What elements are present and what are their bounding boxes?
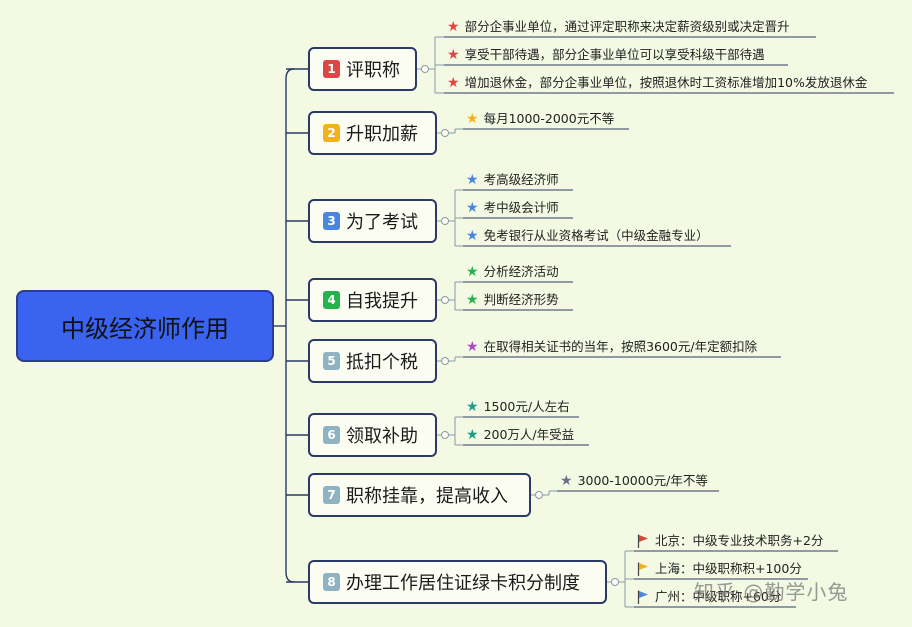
branch-number-badge: 8 — [323, 573, 340, 591]
leaf-item[interactable]: ★ 3000-10000元/年不等 — [560, 473, 708, 489]
branch-number-badge: 6 — [323, 426, 340, 444]
star-icon: ★ — [466, 264, 479, 280]
star-icon: ★ — [466, 399, 479, 415]
collapse-knob[interactable] — [441, 217, 449, 225]
branch-node[interactable]: 2 升职加薪 — [308, 111, 437, 155]
leaf-text: 分析经济活动 — [483, 264, 559, 279]
leaf-text: 在取得相关证书的当年，按照3600元/年定额扣除 — [483, 339, 758, 354]
branch-node[interactable]: 8 办理工作居住证绿卡积分制度 — [308, 560, 607, 604]
leaf-item[interactable]: ★ 免考银行从业资格考试（中级金融专业） — [466, 228, 709, 244]
collapse-knob[interactable] — [441, 431, 449, 439]
branch-number-badge: 2 — [323, 124, 340, 142]
branch-label: 自我提升 — [346, 291, 418, 312]
leaf-text: 享受干部待遇，部分企事业单位可以享受科级干部待遇 — [464, 47, 765, 62]
leaf-item[interactable]: ★ 在取得相关证书的当年，按照3600元/年定额扣除 — [466, 339, 757, 355]
flag-icon — [637, 590, 649, 604]
branch-label: 评职称 — [346, 60, 400, 81]
branch-number-badge: 3 — [323, 212, 340, 230]
leaf-text: 判断经济形势 — [483, 292, 559, 307]
collapse-knob[interactable] — [535, 491, 543, 499]
branch-node[interactable]: 3 为了考试 — [308, 199, 437, 243]
leaf-item[interactable]: 广州：中级职称+60分 — [637, 589, 781, 605]
branch-node[interactable]: 5 抵扣个税 — [308, 339, 437, 383]
leaf-item[interactable]: ★ 考高级经济师 — [466, 172, 559, 188]
star-icon: ★ — [466, 228, 479, 244]
star-icon: ★ — [560, 473, 573, 489]
branch-label: 职称挂靠，提高收入 — [346, 486, 508, 507]
leaf-text: 上海：中级职称积+100分 — [655, 561, 802, 576]
branch-node[interactable]: 1 评职称 — [308, 47, 417, 91]
branch-label: 领取补助 — [346, 426, 418, 447]
leaf-text: 北京：中级专业技术职务+2分 — [655, 533, 824, 548]
leaf-text: 考中级会计师 — [483, 200, 559, 215]
branch-label: 为了考试 — [346, 212, 418, 233]
star-icon: ★ — [447, 47, 460, 63]
leaf-item[interactable]: 上海：中级职称积+100分 — [637, 561, 802, 577]
leaf-text: 广州：中级职称+60分 — [655, 589, 782, 604]
leaf-item[interactable]: 北京：中级专业技术职务+2分 — [637, 533, 823, 549]
star-icon: ★ — [466, 339, 479, 355]
star-icon: ★ — [447, 75, 460, 91]
leaf-item[interactable]: ★ 1500元/人左右 — [466, 399, 570, 415]
leaf-item[interactable]: ★ 增加退休金，部分企事业单位，按照退休时工资标准增加10%发放退休金 — [447, 75, 867, 91]
branch-number-badge: 1 — [323, 60, 340, 78]
leaf-item[interactable]: ★ 享受干部待遇，部分企事业单位可以享受科级干部待遇 — [447, 47, 765, 63]
leaf-item[interactable]: ★ 分析经济活动 — [466, 264, 559, 280]
trunk-line — [285, 68, 295, 583]
star-icon: ★ — [466, 111, 479, 127]
leaf-text: 200万人/年受益 — [483, 427, 575, 442]
collapse-knob[interactable] — [441, 357, 449, 365]
leaf-text: 增加退休金，部分企事业单位，按照退休时工资标准增加10%发放退休金 — [464, 75, 868, 90]
flag-icon — [637, 534, 649, 548]
branch-number-badge: 7 — [323, 486, 340, 504]
branch-node[interactable]: 4 自我提升 — [308, 278, 437, 322]
flag-icon — [637, 562, 649, 576]
branch-number-badge: 5 — [323, 352, 340, 370]
branch-label: 办理工作居住证绿卡积分制度 — [346, 573, 580, 594]
branch-number-badge: 4 — [323, 291, 340, 309]
collapse-knob[interactable] — [441, 129, 449, 137]
leaf-text: 免考银行从业资格考试（中级金融专业） — [483, 228, 709, 243]
star-icon: ★ — [447, 19, 460, 35]
central-topic[interactable]: 中级经济师作用 — [16, 290, 274, 362]
star-icon: ★ — [466, 292, 479, 308]
leaf-item[interactable]: ★ 每月1000-2000元不等 — [466, 111, 614, 127]
watermark: 知乎 @勤学小兔 — [694, 580, 849, 604]
branch-label: 抵扣个税 — [346, 352, 418, 373]
leaf-item[interactable]: ★ 部分企事业单位，通过评定职称来决定薪资级别或决定晋升 — [447, 19, 790, 35]
collapse-knob[interactable] — [421, 65, 429, 73]
star-icon: ★ — [466, 200, 479, 216]
branch-node[interactable]: 6 领取补助 — [308, 413, 437, 457]
star-icon: ★ — [466, 427, 479, 443]
leaf-item[interactable]: ★ 判断经济形势 — [466, 292, 559, 308]
collapse-knob[interactable] — [611, 578, 619, 586]
star-icon: ★ — [466, 172, 479, 188]
leaf-text: 3000-10000元/年不等 — [577, 473, 708, 488]
leaf-item[interactable]: ★ 200万人/年受益 — [466, 427, 574, 443]
branch-label: 升职加薪 — [346, 124, 418, 145]
leaf-text: 每月1000-2000元不等 — [483, 111, 615, 126]
leaf-text: 部分企事业单位，通过评定职称来决定薪资级别或决定晋升 — [464, 19, 790, 34]
branch-node[interactable]: 7 职称挂靠，提高收入 — [308, 473, 531, 517]
central-topic-label: 中级经济师作用 — [61, 314, 229, 343]
collapse-knob[interactable] — [441, 296, 449, 304]
leaf-text: 考高级经济师 — [483, 172, 559, 187]
leaf-text: 1500元/人左右 — [483, 399, 570, 414]
leaf-item[interactable]: ★ 考中级会计师 — [466, 200, 559, 216]
